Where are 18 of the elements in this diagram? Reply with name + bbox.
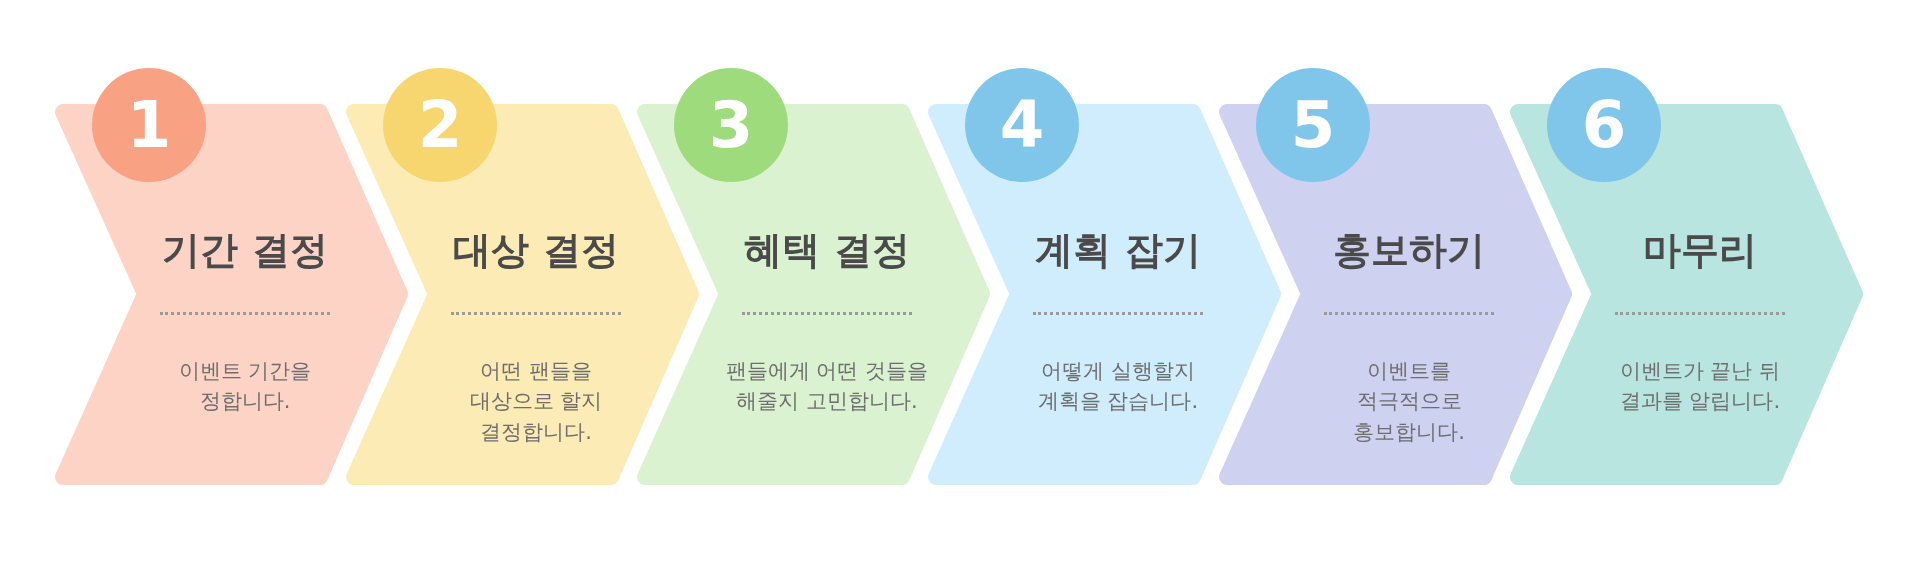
step-description: 이벤트가 끝난 뒤 결과를 알립니다. <box>1618 358 1782 416</box>
step-number-circle: 5 <box>1256 68 1370 182</box>
step-number-circle: 6 <box>1547 68 1661 182</box>
step-title: 홍보하기 <box>1332 228 1486 274</box>
step-title: 대상 결정 <box>452 228 620 274</box>
step-description: 팬들에게 어떤 것들을 해줄지 고민합니다. <box>724 358 930 416</box>
step-description: 이벤트 기간을 정합니다. <box>177 358 313 416</box>
step-number-circle: 2 <box>383 68 497 182</box>
step-number-circle: 1 <box>92 68 206 182</box>
step-description: 이벤트를 적극적으로 홍보합니다. <box>1352 358 1466 446</box>
step-number-circle: 3 <box>674 68 788 182</box>
step-title: 기간 결정 <box>161 228 329 274</box>
step-number-circle: 4 <box>965 68 1079 182</box>
step-title: 계획 잡기 <box>1034 228 1202 274</box>
step-title: 혜택 결정 <box>743 228 911 274</box>
step-title: 마무리 <box>1642 228 1758 274</box>
step-description: 어떻게 실행할지 계획을 잡습니다. <box>1036 358 1200 416</box>
step-description: 어떤 팬들을 대상으로 할지 결정합니다. <box>468 358 604 446</box>
